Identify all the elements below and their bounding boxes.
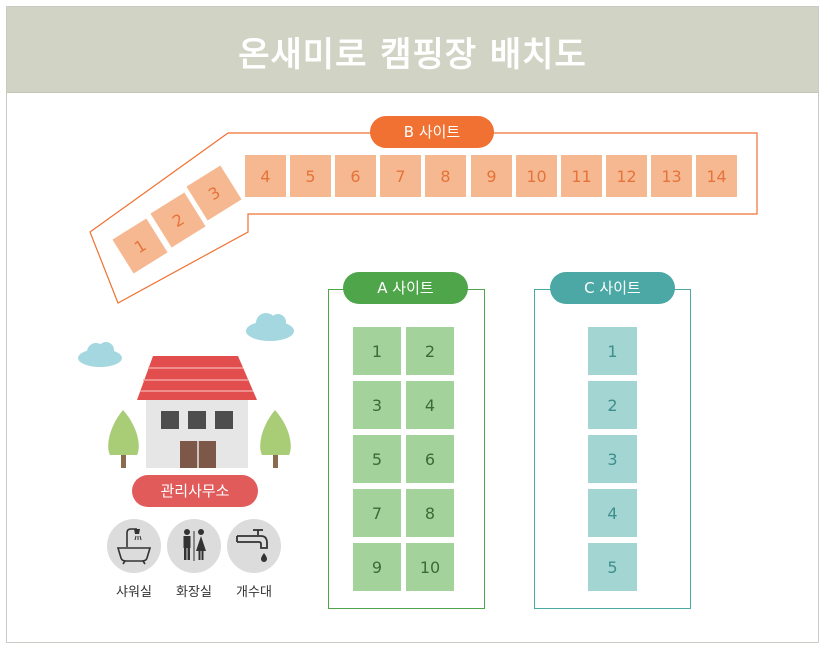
tree-left-icon xyxy=(108,410,139,468)
a-site-plot-4[interactable]: 4 xyxy=(406,381,454,429)
office-house-icon xyxy=(137,356,257,468)
restroom-facility xyxy=(167,519,221,573)
b-site-plot-4[interactable]: 4 xyxy=(245,155,286,197)
page-title: 온새미로 캠핑장 배치도 xyxy=(238,35,587,75)
c-site-label: C 사이트 xyxy=(550,272,675,304)
map-frame xyxy=(6,6,819,643)
cloud-right-icon xyxy=(246,313,294,341)
office-label: 관리사무소 xyxy=(132,475,258,507)
b-site-plot-9[interactable]: 9 xyxy=(471,155,512,197)
shower-label: 샤워실 xyxy=(116,585,152,600)
a-site-plot-9[interactable]: 9 xyxy=(353,543,401,591)
b-site-label: B 사이트 xyxy=(370,116,494,148)
b-site-plot-6[interactable]: 6 xyxy=(335,155,376,197)
b-site-plot-12[interactable]: 12 xyxy=(606,155,647,197)
a-site-plot-2[interactable]: 2 xyxy=(406,327,454,375)
sink-label: 개수대 xyxy=(236,585,272,600)
sink-facility xyxy=(227,519,281,573)
b-site-plot-13[interactable]: 13 xyxy=(651,155,692,197)
b-site-plot-8[interactable]: 8 xyxy=(425,155,466,197)
shower-icon xyxy=(116,528,152,565)
a-site-plot-1[interactable]: 1 xyxy=(353,327,401,375)
a-site-plot-5[interactable]: 5 xyxy=(353,435,401,483)
c-site-plot-4[interactable]: 4 xyxy=(588,489,637,537)
b-site-plot-5[interactable]: 5 xyxy=(290,155,331,197)
header-bar: 온새미로 캠핑장 배치도 xyxy=(7,7,818,93)
a-site-label: A 사이트 xyxy=(343,272,468,304)
restroom-label: 화장실 xyxy=(176,585,212,600)
b-site-plot-7[interactable]: 7 xyxy=(380,155,421,197)
c-site-plot-2[interactable]: 2 xyxy=(588,381,637,429)
a-site-plot-8[interactable]: 8 xyxy=(406,489,454,537)
b-site-plot-11[interactable]: 11 xyxy=(561,155,602,197)
b-site-plot-14[interactable]: 14 xyxy=(696,155,737,197)
shower-facility xyxy=(107,519,161,573)
c-site-plot-3[interactable]: 3 xyxy=(588,435,637,483)
a-site-plot-7[interactable]: 7 xyxy=(353,489,401,537)
faucet-icon xyxy=(236,529,268,562)
restroom-icon xyxy=(183,529,206,561)
c-site-plot-1[interactable]: 1 xyxy=(588,327,637,375)
b-site-plot-10[interactable]: 10 xyxy=(516,155,557,197)
a-site-plot-3[interactable]: 3 xyxy=(353,381,401,429)
cloud-left-icon xyxy=(78,342,122,367)
a-site-plot-6[interactable]: 6 xyxy=(406,435,454,483)
tree-right-icon xyxy=(260,410,291,468)
a-site-plot-10[interactable]: 10 xyxy=(406,543,454,591)
c-site-plot-5[interactable]: 5 xyxy=(588,543,637,591)
